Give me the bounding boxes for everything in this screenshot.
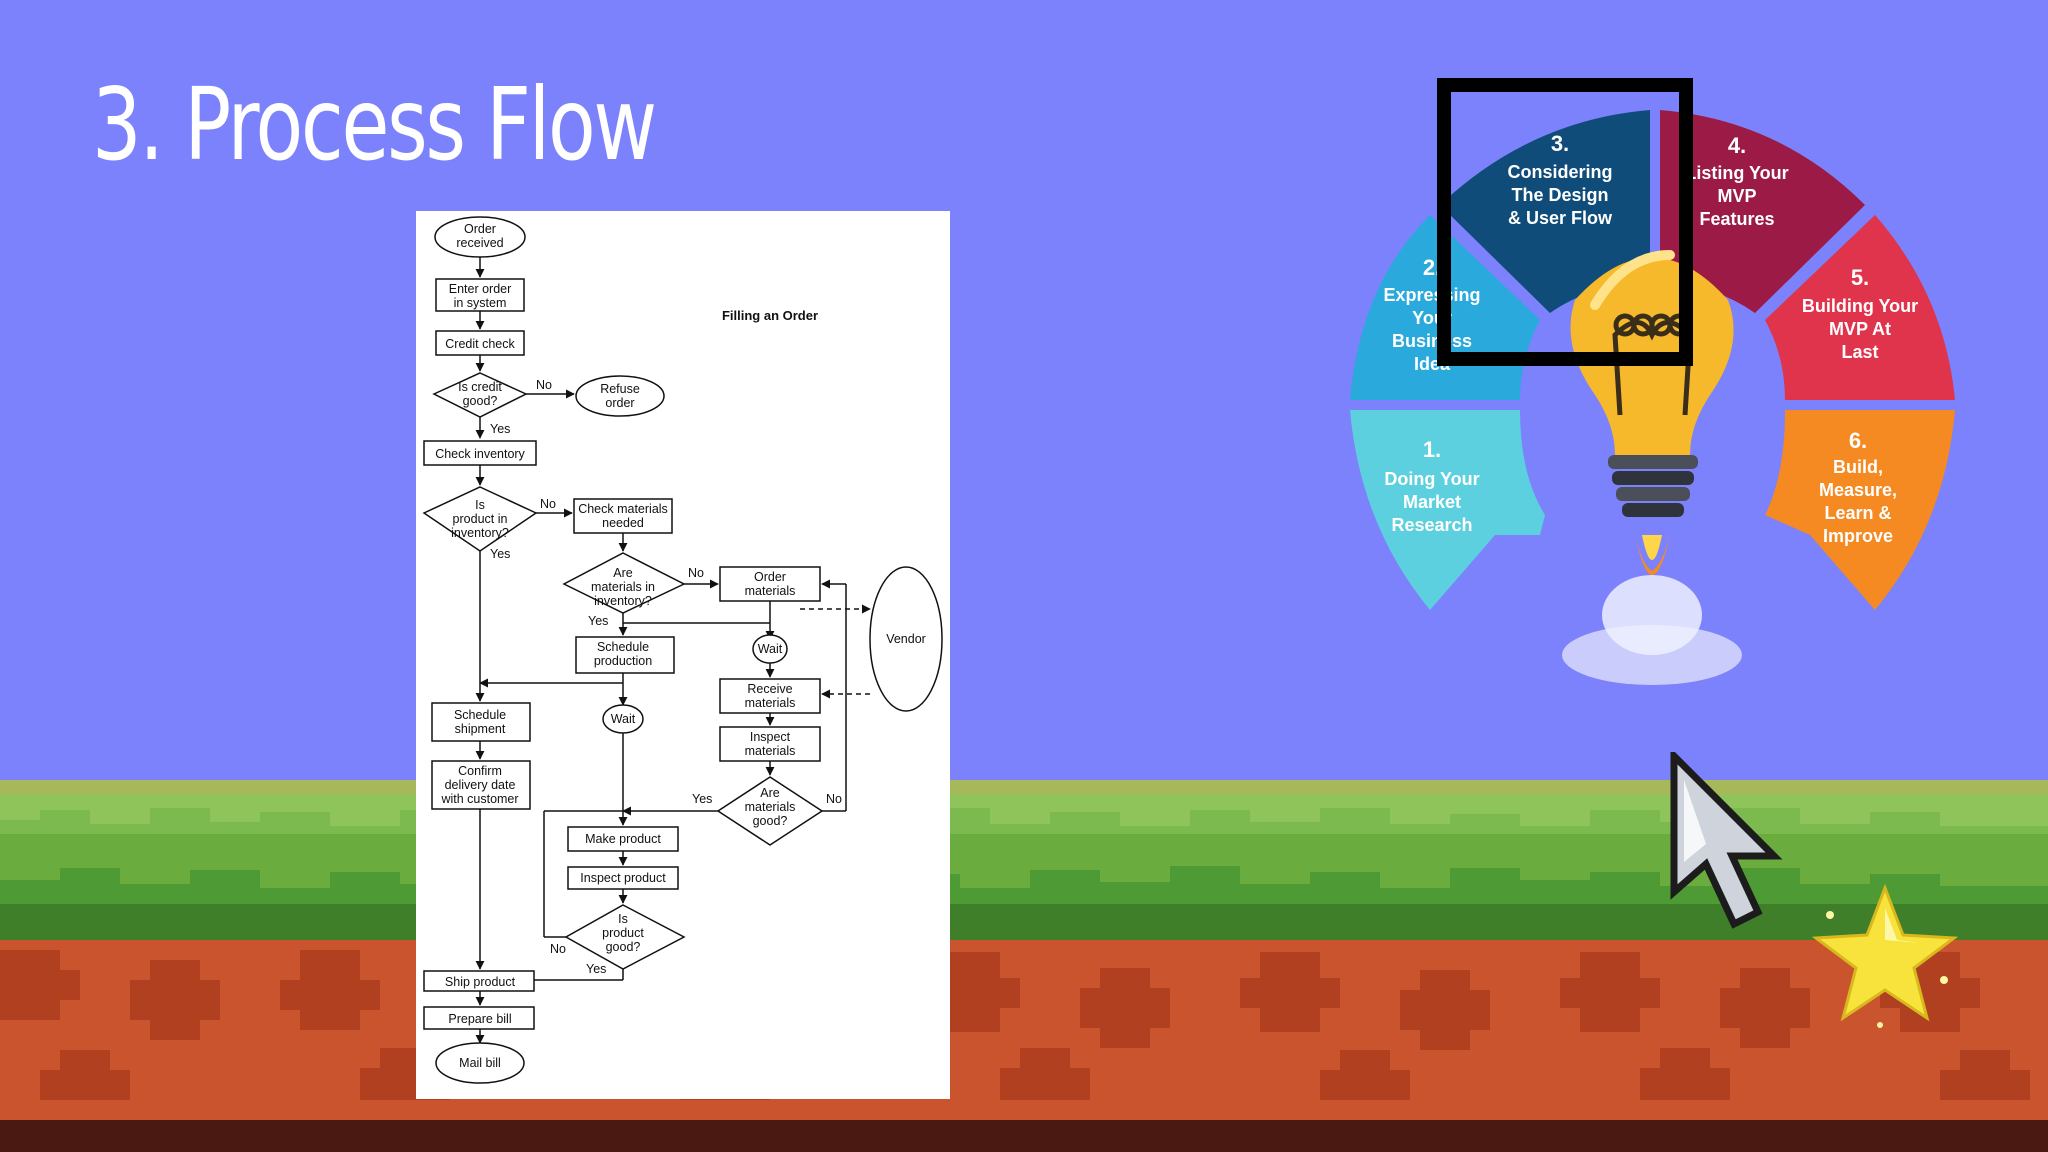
label-no: No xyxy=(688,566,704,580)
roadmap-step-6-l4: Improve xyxy=(1823,526,1893,546)
node-schedule-shipment-l1: Schedule xyxy=(454,708,506,722)
label-yes: Yes xyxy=(588,614,608,628)
roadmap-step-2-l1: Expressing xyxy=(1383,285,1480,305)
star-icon xyxy=(1811,883,1959,1028)
node-order-received-l2: received xyxy=(456,236,503,250)
node-is-credit-good-l2: good? xyxy=(463,394,498,408)
node-schedule-production-l1: Schedule xyxy=(597,640,649,654)
roadmap-step-1-number: 1. xyxy=(1423,437,1441,462)
node-schedule-shipment-l2: shipment xyxy=(455,722,506,736)
step-3-highlight-box xyxy=(1437,78,1693,366)
node-prepare-bill: Prepare bill xyxy=(448,1012,511,1026)
node-product-good-l2: product xyxy=(602,926,644,940)
roadmap-step-5-l3: Last xyxy=(1841,342,1878,362)
node-refuse-order-l1: Refuse xyxy=(600,382,640,396)
node-vendor: Vendor xyxy=(886,632,926,646)
label-yes: Yes xyxy=(586,962,606,976)
roadmap-step-4-l2: MVP xyxy=(1717,186,1756,206)
label-yes: Yes xyxy=(692,792,712,806)
roadmap-segment-1 xyxy=(1350,410,1545,610)
node-confirm-delivery-l2: delivery date xyxy=(445,778,516,792)
flowchart-heading: Filling an Order xyxy=(722,308,818,323)
node-materials-good-l2: materials xyxy=(745,800,796,814)
node-receive-materials-l2: materials xyxy=(745,696,796,710)
node-materials-good-l3: good? xyxy=(753,814,788,828)
node-materials-in-inventory-l3: inventory? xyxy=(594,594,652,608)
node-confirm-delivery-l3: with customer xyxy=(440,792,518,806)
node-product-good-l3: good? xyxy=(606,940,641,954)
mouse-pointer-icon xyxy=(1670,752,1783,929)
roadmap-step-3-l2: The Design xyxy=(1511,185,1608,205)
node-order-materials-l1: Order xyxy=(754,570,786,584)
node-credit-check: Credit check xyxy=(445,337,515,351)
label-no: No xyxy=(550,942,566,956)
order-process-flowchart: Filling an Order Order received Enter or… xyxy=(422,216,943,1084)
node-enter-order-l2: in system xyxy=(454,296,507,310)
roadmap-step-5-l1: Building Your xyxy=(1802,296,1918,316)
node-check-materials-l1: Check materials xyxy=(578,502,668,516)
node-wait-production: Wait xyxy=(611,712,636,726)
roadmap-step-6-l2: Measure, xyxy=(1819,480,1897,500)
roadmap-step-2-l3: Business xyxy=(1392,331,1472,351)
roadmap-step-4-number: 4. xyxy=(1728,133,1746,158)
node-mail-bill: Mail bill xyxy=(459,1056,501,1070)
node-enter-order-l1: Enter order xyxy=(449,282,512,296)
node-materials-in-inventory-l1: Are xyxy=(613,566,633,580)
node-check-inventory: Check inventory xyxy=(435,447,525,461)
roadmap-step-5-l2: MVP At xyxy=(1829,319,1891,339)
node-make-product: Make product xyxy=(585,832,661,846)
node-order-received-l1: Order xyxy=(464,222,496,236)
label-no: No xyxy=(536,378,552,392)
node-order-materials-l2: materials xyxy=(745,584,796,598)
label-yes: Yes xyxy=(490,422,510,436)
flowchart-document: Filling an Order Order received Enter or… xyxy=(416,211,950,1099)
node-in-inventory-l2: product in xyxy=(453,512,508,526)
roadmap-step-2-number: 2. xyxy=(1423,255,1441,280)
roadmap-step-3-number: 3. xyxy=(1551,131,1569,156)
node-materials-good-l1: Are xyxy=(760,786,780,800)
roadmap-step-3-l3: & User Flow xyxy=(1508,208,1613,228)
roadmap-step-1-l3: Research xyxy=(1391,515,1472,535)
roadmap-step-4-l3: Features xyxy=(1699,209,1774,229)
roadmap-segment-5 xyxy=(1765,215,1955,400)
roadmap-step-6-l3: Learn & xyxy=(1824,503,1891,523)
roadmap-step-6-number: 6. xyxy=(1849,428,1867,453)
label-no: No xyxy=(826,792,842,806)
label-no: No xyxy=(540,497,556,511)
node-inspect-product: Inspect product xyxy=(580,871,666,885)
node-schedule-production-l2: production xyxy=(594,654,652,668)
node-is-credit-good-l1: Is credit xyxy=(458,380,502,394)
roadmap-step-6-l1: Build, xyxy=(1833,457,1883,477)
node-inspect-materials-l2: materials xyxy=(745,744,796,758)
node-in-inventory-l3: inventory? xyxy=(451,526,509,540)
label-yes: Yes xyxy=(490,547,510,561)
roadmap-step-1-l1: Doing Your xyxy=(1384,469,1479,489)
roadmap-step-4-l1: Listing Your xyxy=(1685,163,1788,183)
roadmap-segment-4 xyxy=(1660,110,1865,313)
node-in-inventory-l1: Is xyxy=(475,498,485,512)
node-refuse-order-l2: order xyxy=(605,396,634,410)
roadmap-segment-6 xyxy=(1765,410,1955,610)
roadmap-step-5-number: 5. xyxy=(1851,265,1869,290)
roadmap-step-3-l1: Considering xyxy=(1507,162,1612,182)
node-confirm-delivery-l1: Confirm xyxy=(458,764,502,778)
node-materials-in-inventory-l2: materials in xyxy=(591,580,655,594)
roadmap-segment-3 xyxy=(1440,110,1650,313)
node-inspect-materials-l1: Inspect xyxy=(750,730,791,744)
roadmap-step-1-l2: Market xyxy=(1403,492,1461,512)
node-wait-vendor: Wait xyxy=(758,642,783,656)
node-check-materials-l2: needed xyxy=(602,516,644,530)
node-product-good-l1: Is xyxy=(618,912,628,926)
node-ship-product: Ship product xyxy=(445,975,516,989)
node-receive-materials-l1: Receive xyxy=(747,682,792,696)
slide-title: 3. Process Flow xyxy=(92,66,657,183)
